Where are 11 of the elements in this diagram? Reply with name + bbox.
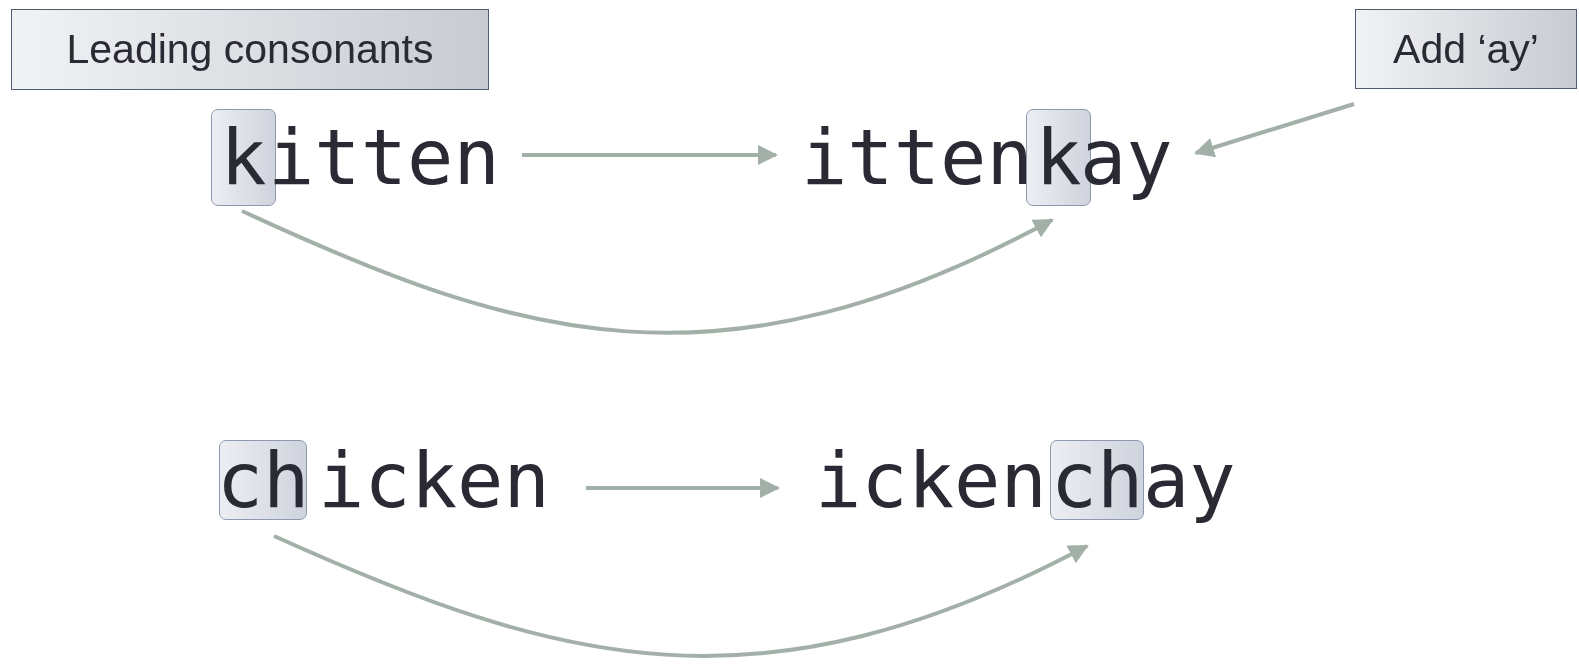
- arrow: [586, 478, 780, 498]
- word-text: icken: [318, 440, 550, 520]
- curved-arrow: [273, 534, 1089, 658]
- arrow: [1194, 102, 1355, 158]
- word-text: icken: [815, 440, 1047, 520]
- arrow: [522, 145, 778, 165]
- highlighted-letters: ch: [219, 440, 307, 520]
- callout-box: Add ‘ay’: [1355, 9, 1577, 89]
- curved-arrow: [241, 209, 1054, 335]
- highlighted-letters: ch: [1050, 440, 1144, 520]
- callout-box: Leading consonants: [11, 9, 489, 90]
